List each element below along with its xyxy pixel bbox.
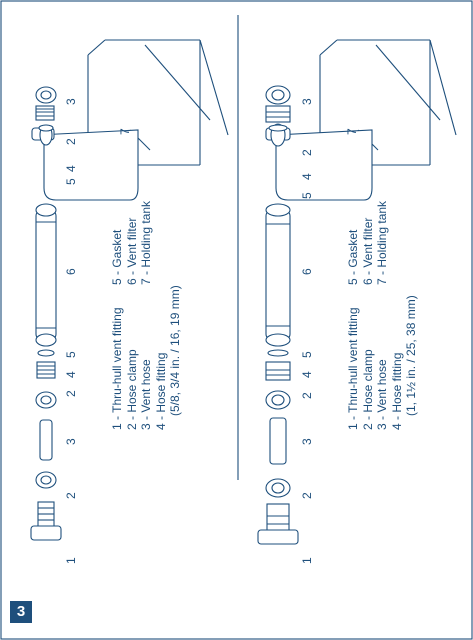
top-callout-1: 1	[64, 557, 78, 564]
bottom-callout-3b: 3	[300, 98, 314, 105]
top-gasket-lower	[37, 349, 55, 357]
bottom-vent-hose-elbow	[265, 123, 373, 201]
bottom-legend-sizes: (1, 1½ in. / 25, 38 mm)	[404, 295, 418, 416]
bottom-holding-tank	[319, 39, 457, 166]
top-callout-4b: 4	[64, 165, 78, 172]
bottom-hose-clamp-upper	[265, 85, 291, 105]
top-legend-item-3: 3 - Vent hose	[139, 359, 153, 430]
bottom-callout-6: 6	[300, 268, 314, 275]
top-legend-item-6: 6 - Vent filter	[124, 217, 139, 285]
bottom-callout-5b: 5	[300, 192, 314, 199]
top-vent-hose-elbow	[31, 124, 139, 201]
top-legend-sizes: (5/8, 3/4 in. / 16, 19 mm)	[168, 285, 182, 416]
top-callout-2c: 2	[64, 138, 78, 145]
bottom-vent-filter	[265, 203, 291, 347]
top-assembly	[30, 39, 229, 541]
bottom-callout-3: 3	[300, 438, 314, 445]
top-hose-fitting-upper	[35, 105, 55, 121]
bottom-legend-item-3: 3 - Vent hose	[375, 359, 389, 430]
bottom-callout-2c: 2	[300, 149, 314, 156]
top-legend-item-7: 7 - Holding tank	[139, 200, 153, 285]
bottom-callout-4: 4	[300, 371, 314, 378]
bottom-legend-item-5: 5 - Gasket	[346, 229, 360, 285]
top-callout-2: 2	[64, 492, 78, 499]
bottom-callout-2b: 2	[300, 392, 314, 399]
top-callout-5: 5	[64, 351, 78, 358]
bottom-legend-item-1: 1 - Thru-hull vent fitting	[346, 307, 360, 430]
bottom-hose-fitting-lower	[265, 361, 291, 381]
top-hose-clamp-upper	[35, 86, 57, 104]
top-callout-5b: 5	[64, 178, 78, 185]
bottom-hose-fitting-upper	[265, 105, 291, 123]
top-hose-fitting-lower	[36, 361, 56, 379]
top-vent-hose-short	[39, 419, 53, 461]
top-callout-2b: 2	[64, 390, 78, 397]
bottom-legend-item-2: 2 - Hose clamp	[360, 349, 375, 430]
bottom-gasket-lower	[267, 349, 289, 357]
bottom-legend-item-4: 4 - Hose fitting	[389, 352, 404, 430]
bottom-callout-2: 2	[300, 492, 314, 499]
top-legend-left: 1 - Thru-hull vent fitting 2 - Hose clam…	[110, 285, 183, 430]
top-thru-hull-fitting	[30, 501, 62, 541]
top-callout-3: 3	[64, 438, 78, 445]
bottom-hose-clamp-lower	[265, 478, 291, 498]
top-legend-item-2: 2 - Hose clamp	[124, 349, 139, 430]
bottom-gasket-upper	[268, 124, 288, 132]
bottom-callout-1: 1	[300, 557, 314, 564]
bottom-legend-item-7: 7 - Holding tank	[375, 200, 389, 285]
bottom-vent-hose-short	[269, 417, 287, 465]
top-legend-item-1: 1 - Thru-hull vent fitting	[110, 307, 124, 430]
bottom-hose-clamp-middle	[265, 390, 291, 410]
bottom-callout-4b: 4	[300, 173, 314, 180]
top-legend-item-5: 5 - Gasket	[110, 229, 124, 285]
top-hose-clamp-middle	[35, 391, 57, 409]
top-legend-item-4: 4 - Hose fitting	[153, 352, 168, 430]
bottom-legend-right: 5 - Gasket 6 - Vent filter 7 - Holding t…	[346, 201, 390, 285]
top-callout-4: 4	[64, 371, 78, 378]
top-legend-right: 5 - Gasket 6 - Vent filter 7 - Holding t…	[110, 201, 154, 285]
top-vent-filter	[35, 203, 57, 347]
top-callout-7: 7	[118, 128, 132, 135]
top-hose-clamp-lower	[35, 471, 57, 489]
bottom-assembly	[257, 39, 457, 545]
top-gasket-upper	[38, 124, 54, 132]
top-callout-3b: 3	[64, 98, 78, 105]
bottom-callout-5: 5	[300, 351, 314, 358]
bottom-legend-item-6: 6 - Vent filter	[360, 217, 375, 285]
bottom-thru-hull-fitting	[257, 503, 299, 545]
bottom-legend-left: 1 - Thru-hull vent fitting 2 - Hose clam…	[346, 295, 419, 430]
top-callout-6: 6	[64, 268, 78, 275]
figure-number-badge: 3	[10, 601, 32, 623]
bottom-callout-7: 7	[345, 128, 359, 135]
